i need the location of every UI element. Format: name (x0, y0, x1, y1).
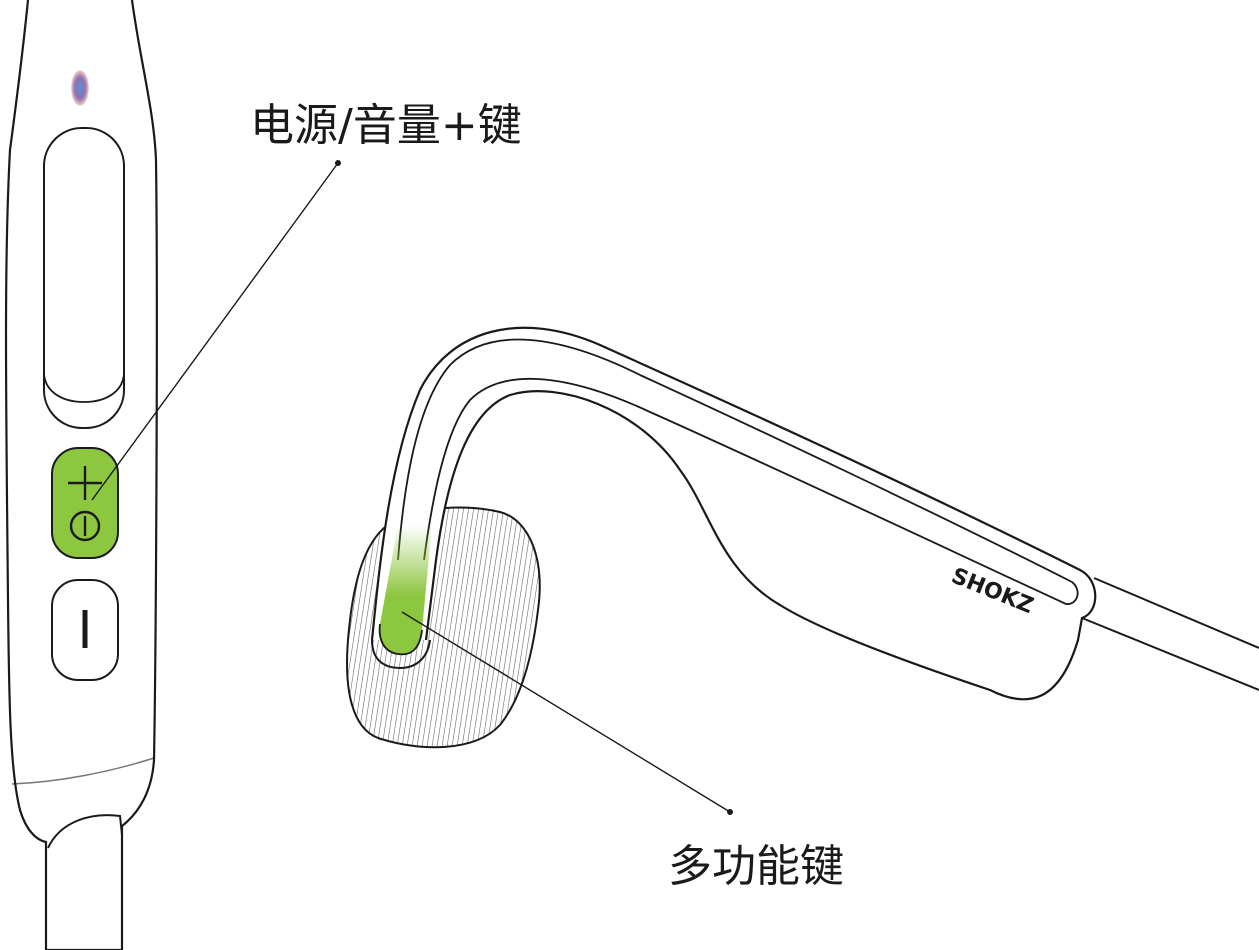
headband-inner-groove (397, 338, 1079, 605)
earpiece-view: SHOKZ (346, 326, 1259, 749)
power-volume-plus-key-label: 电源/音量+键 (250, 100, 522, 151)
upper-housing-lip (43, 371, 125, 403)
control-unit-seam (11, 757, 155, 785)
power-volume-plus-button[interactable] (51, 447, 119, 559)
upper-housing-slot (43, 127, 125, 429)
control-unit-side-view (4, 0, 158, 950)
earpiece-stem-outline (371, 639, 431, 670)
callout-multi-leader (401, 611, 733, 815)
multi-function-button-outline (378, 623, 423, 656)
callout-power-leader (91, 160, 341, 501)
callout-multi-dot (727, 809, 733, 815)
callout-power-dot (335, 160, 341, 166)
cable-right (1081, 577, 1259, 691)
plus-icon (68, 466, 102, 500)
multi-function-key-label: 多功能键 (668, 841, 844, 892)
led-indicator-icon (71, 70, 89, 106)
headband-outer (370, 326, 1097, 701)
cable-ridge (47, 814, 123, 849)
power-icon (69, 510, 101, 542)
